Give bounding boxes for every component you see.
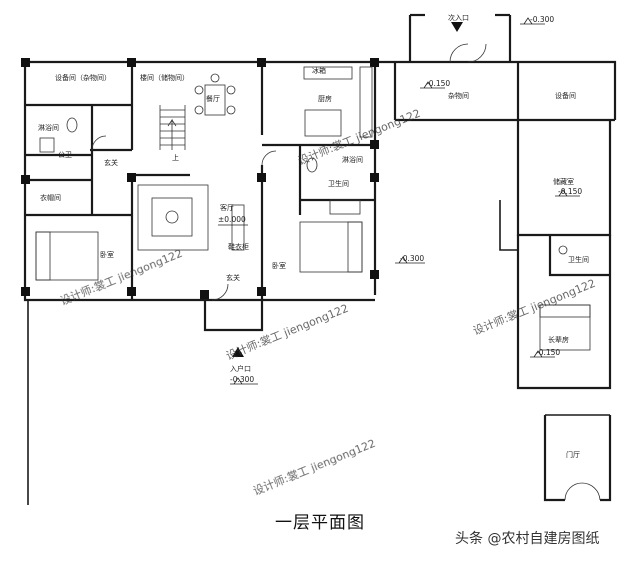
side-entry-label: 次入口 — [448, 13, 469, 22]
room-label-foyer-main: 玄关 — [226, 273, 240, 282]
room-label-storage-left: 设备间（杂物间） — [55, 73, 111, 82]
furniture — [35, 43, 601, 501]
room-label-bath-mid: 淋浴间 — [342, 155, 363, 164]
entry-markers — [232, 22, 463, 357]
room-label-storage-room: 储藏室 — [553, 177, 574, 186]
source-credit: 头条 @农村自建房图纸 — [455, 531, 600, 547]
level-sundry: -0.150 — [426, 79, 450, 88]
level-labels: ±0.000 -0.300 -0.300 -0.150 -0.150 -0.30… — [218, 15, 582, 384]
room-label-elder-room: 长辈房 — [548, 335, 569, 344]
room-label-foyer-left: 玄关 — [104, 158, 118, 167]
level-storage: -0.150 — [558, 187, 582, 196]
room-label-shoe: 鞋衣柜 — [228, 242, 249, 251]
side-entry-arrow — [451, 22, 463, 32]
structural-columns — [21, 58, 379, 299]
room-label-equipment-right: 设备间 — [555, 91, 576, 100]
main-entry-arrow — [232, 347, 244, 357]
room-label-wc-right: 卫生间 — [568, 255, 589, 264]
watermarks: 设计师:裳工 jiengong122 设计师:裳工 jiengong122 设计… — [58, 106, 597, 498]
room-label-wc-mid: 卫生间 — [328, 179, 349, 188]
room-label-bedroom-mid: 卧室 — [272, 261, 286, 270]
watermark-1: 设计师:裳工 jiengong122 — [58, 246, 184, 308]
level-elder: -0.150 — [536, 348, 560, 357]
level-side-entry: -0.300 — [530, 15, 554, 24]
watermark-5: 设计师:裳工 jiengong122 — [251, 436, 377, 498]
room-label-kitchen: 厨房 — [318, 94, 332, 103]
room-label-dining: 餐厅 — [206, 94, 220, 103]
room-label-gate-hall: 门厅 — [566, 450, 580, 459]
stair-up-mark: 上 — [172, 153, 179, 162]
room-label-bedroom-left: 卧室 — [100, 250, 114, 259]
watermark-3: 设计师:裳工 jiengong122 — [224, 301, 350, 363]
walls — [23, 13, 617, 505]
room-label-stair-hall: 楼间（储物间） — [140, 73, 189, 82]
room-labels: 设备间（杂物间） 楼间（储物间） 餐厅 冰箱 厨房 淋浴间 公卫 玄关 衣帽间 … — [38, 13, 589, 459]
room-label-sundry: 杂物间 — [448, 91, 469, 100]
room-label-fridge: 冰箱 — [312, 66, 326, 75]
level-marker-lines — [218, 17, 580, 385]
room-label-wardrobe: 衣帽间 — [40, 193, 61, 202]
room-label-living: 客厅 — [220, 203, 234, 212]
level-main-entry: -0.300 — [230, 375, 254, 384]
watermark-4: 设计师:裳工 jiengong122 — [471, 276, 597, 338]
room-label-bath-left: 淋浴间 — [38, 123, 59, 132]
level-yard: -0.300 — [400, 254, 424, 263]
room-label-public-wc: 公卫 — [58, 151, 72, 159]
level-living: ±0.000 — [218, 215, 246, 224]
main-entry-label: 入户口 — [230, 364, 251, 373]
plan-title: 一层平面图 — [275, 513, 365, 533]
